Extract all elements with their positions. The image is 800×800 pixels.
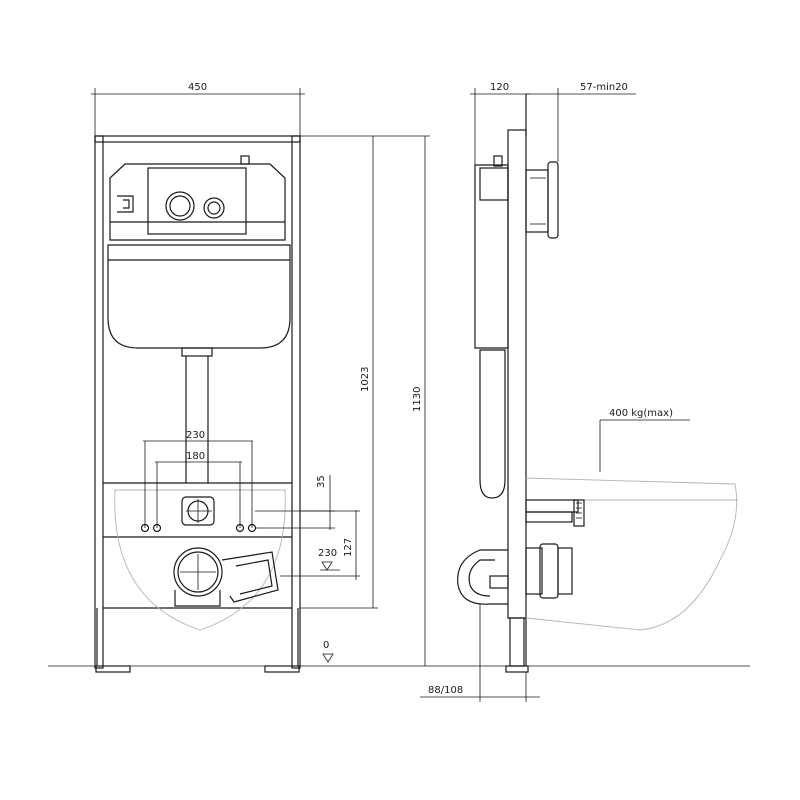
side-drain-stub [525,547,543,595]
side-flush-plate [547,161,559,239]
side-bowl-bolt [573,499,585,527]
side-bowl-bracket-lower [525,511,573,523]
side-leg-tube [509,617,525,667]
load-callout: 400 kg(max) [599,408,690,472]
cistern-tank [107,244,291,349]
side-bowl-bracket [525,499,579,513]
dim-label-120: 120 [490,82,509,93]
dim-offset-230: 230 [318,548,340,571]
dim-label-127: 127 [343,538,354,557]
dim-offset-127: 127 [280,510,360,580]
side-drain-tab [489,575,509,589]
dim-label-450: 450 [188,82,207,93]
fill-valve [240,155,250,165]
flush-button-small [203,197,225,219]
frame-post-left [94,135,104,669]
bowl-outline-front [114,489,286,631]
flush-button-large [165,191,195,221]
dim-label-1023: 1023 [360,367,371,392]
drain-elbow [221,551,279,603]
dim-label-57-min20: 57-min20 [580,82,628,93]
dim-depth-120: 120 [470,82,530,165]
drain-outlet-inner [177,551,219,593]
load-label: 400 kg(max) [609,408,673,419]
dim-label-180: 180 [186,451,205,462]
side-frame-post [507,129,527,619]
frame-foot-right [264,665,300,673]
dim-spacing-outer: 230 [143,430,253,528]
dim-label-0: 0 [323,640,329,651]
side-valve [493,155,503,167]
flush-pipe-collar [181,347,213,357]
dim-frame-width: 450 [91,82,305,136]
front-view: 450 230 180 35 230 [91,82,430,673]
flush-button-large-inner [169,195,191,217]
dim-height-1130: 1130 [378,135,430,666]
dim-foot-depth: 88/108 [420,604,540,702]
floor-level-marker: 0 [322,640,334,663]
side-clip-left-inner [123,199,130,209]
side-drain-elbow-inner [468,559,495,597]
drain-elbow-inner [235,559,273,595]
side-plate-mount [525,169,549,233]
side-clip-left [117,195,134,213]
dim-label-1130: 1130 [412,387,423,412]
dim-spacing-inner: 180 [155,451,242,528]
dim-label-88-108: 88/108 [428,685,463,696]
frame-top-rail [94,135,301,143]
bowl-outline-side [525,477,738,631]
side-cistern-top [479,167,509,201]
side-drain-sleeve [539,543,559,599]
side-drain-elbow [457,549,508,605]
dim-wall-range: 57-min20 [526,82,636,162]
drain-outlet [173,547,223,597]
side-flush-pipe [479,349,506,499]
side-drain-end [557,547,573,595]
frame-foot-left [95,665,131,673]
dim-label-35: 35 [316,475,327,488]
frame-post-right [291,135,301,669]
flush-button-small-inner [207,201,221,215]
dim-label-230-spacing: 230 [186,430,205,441]
side-view: 120 57-min20 400 kg(max) 88/108 [420,82,738,702]
cistern-housing [109,163,286,241]
side-cistern [474,164,509,349]
flush-plate [147,167,247,235]
drain-base [174,590,221,607]
side-foot [505,665,529,673]
level-marker-230 [321,561,333,571]
dim-label-230-height: 230 [318,548,337,559]
dim-height-1023: 1023 [300,135,378,609]
inlet-connector [181,496,215,526]
